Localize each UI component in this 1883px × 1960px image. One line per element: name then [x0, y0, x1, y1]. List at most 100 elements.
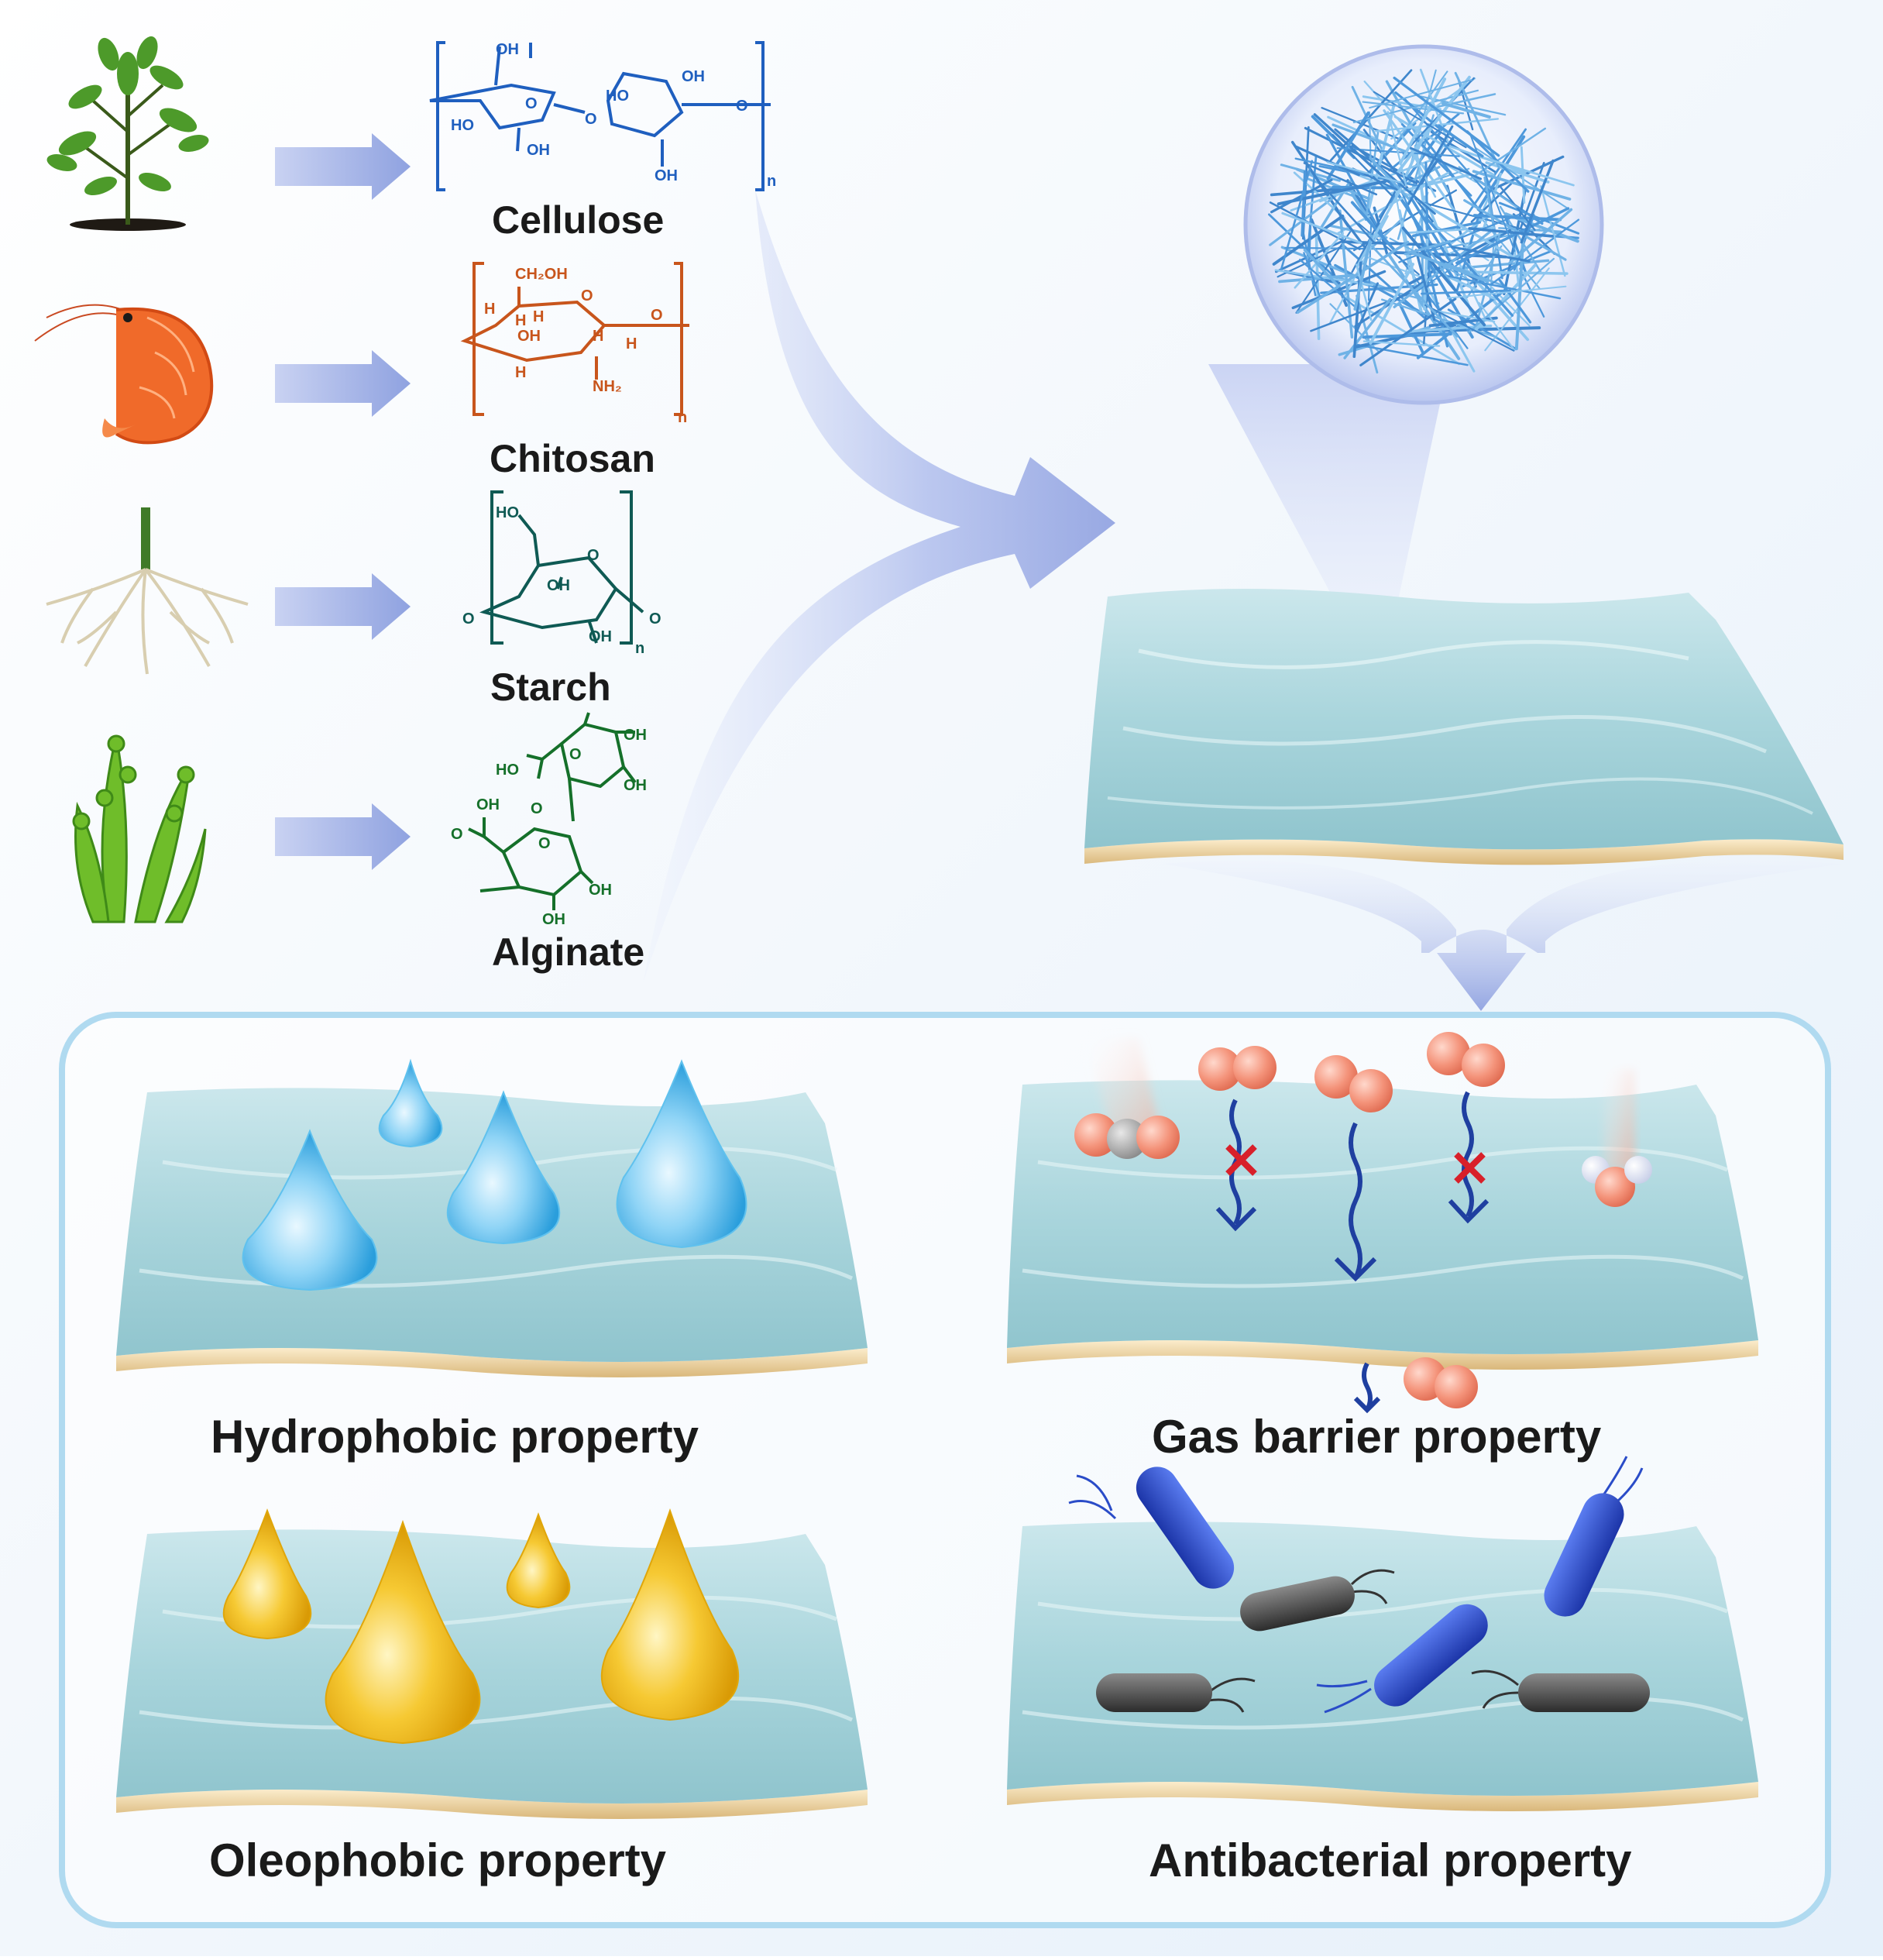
nanofiber	[1540, 185, 1566, 277]
nanofiber	[1386, 111, 1407, 187]
nanofiber	[1520, 146, 1526, 204]
nanofiber	[1438, 124, 1484, 158]
chem-atom: OH	[496, 41, 519, 58]
oil-droplet	[222, 1508, 740, 1745]
chem-atom: HO	[496, 504, 519, 521]
nanofiber	[1485, 161, 1550, 184]
nanofiber	[1356, 187, 1403, 268]
chem-atom: OH	[589, 882, 612, 899]
nanofiber	[1362, 340, 1441, 347]
nanofiber	[1362, 332, 1452, 339]
chem-atom: H	[626, 335, 637, 352]
nanofiber	[1369, 263, 1414, 346]
alginate-labels: OH HO O OH O OH O O OH OH	[451, 727, 647, 928]
water-droplet	[242, 1058, 747, 1291]
chem-atom: O	[649, 610, 661, 628]
nanofiber	[1398, 256, 1469, 349]
nanofiber	[1303, 252, 1321, 298]
gas-molecules	[1074, 1032, 1652, 1408]
chem-atom: HO	[496, 762, 519, 779]
chem-atom: H	[593, 328, 603, 345]
nanofiber	[1332, 133, 1393, 197]
blocked-icon	[1225, 1144, 1486, 1184]
nanofiber	[1291, 270, 1386, 310]
nanofiber	[1468, 227, 1554, 238]
nanofiber	[1313, 113, 1390, 184]
nanofiber	[1332, 123, 1407, 153]
nanofiber	[1424, 304, 1515, 352]
chitosan-structure	[460, 262, 689, 416]
label-antibacterial: Antibacterial property	[1149, 1834, 1632, 1886]
nanofiber	[1397, 75, 1471, 173]
nanofiber	[1355, 343, 1469, 366]
chem-atom: HO	[451, 117, 474, 134]
nanofiber	[1314, 232, 1321, 340]
nanofiber	[1326, 161, 1402, 184]
cellulose-labels: OH HO OH O O HO OH OH O n	[451, 41, 776, 190]
nanofiber	[1431, 309, 1496, 323]
chem-atom: O	[569, 746, 582, 763]
chem-atom: O	[585, 111, 597, 128]
nanofiber	[1299, 259, 1358, 310]
nanofiber	[1296, 240, 1410, 315]
label-chitosan: Chitosan	[490, 437, 655, 480]
chem-atom: OH	[476, 796, 500, 813]
converging-arrow	[643, 190, 1115, 984]
nanofiber	[1303, 248, 1339, 287]
nanofiber	[1362, 95, 1441, 111]
label-oleophobic: Oleophobic property	[209, 1834, 667, 1886]
chem-atom: OH	[527, 142, 550, 159]
nanofiber	[1364, 132, 1380, 222]
nanofiber	[1469, 270, 1569, 275]
nanofiber	[1356, 294, 1379, 374]
nanofiber	[1414, 235, 1503, 294]
nanofiber	[1416, 136, 1455, 191]
nanofiber	[1393, 228, 1495, 308]
chem-atom: H	[515, 312, 526, 329]
nanofiber	[1390, 173, 1472, 195]
film-gas-barrier	[1007, 1080, 1758, 1370]
label-alginate: Alginate	[492, 930, 645, 974]
nanofiber	[1329, 69, 1413, 162]
nanofiber	[1366, 103, 1396, 215]
chem-atom: OH	[589, 628, 612, 645]
down-arrow	[1162, 860, 1843, 1011]
chem-atom: OH	[682, 68, 705, 85]
nanofiber	[1351, 191, 1396, 273]
nanofiber	[1280, 160, 1314, 270]
label-starch: Starch	[490, 665, 611, 709]
nanofiber	[1463, 199, 1567, 261]
nanofiber	[1359, 297, 1457, 366]
nanofiber	[1469, 152, 1575, 187]
nanofiber	[1387, 179, 1455, 280]
nanofiber	[1407, 125, 1454, 206]
nanofiber	[1307, 215, 1312, 270]
magnifier-cone	[1208, 364, 1448, 655]
nanofiber	[1353, 234, 1373, 311]
nanofiber	[1398, 77, 1447, 165]
nanofiber	[1332, 185, 1401, 190]
nanofiber	[1355, 282, 1379, 335]
nanofiber	[1294, 145, 1360, 177]
nanofiber	[1274, 269, 1374, 287]
nanofiber	[1373, 91, 1467, 149]
nanofiber	[1411, 324, 1493, 333]
nanofiber	[1503, 187, 1527, 296]
nanofiber	[1451, 246, 1531, 263]
nanofiber	[1474, 146, 1569, 210]
nanofiber	[1355, 263, 1373, 322]
gas-permeation-path	[1215, 1091, 1490, 1414]
nanofiber	[1488, 155, 1565, 192]
chem-atom: O	[451, 826, 463, 843]
label-gas-barrier: Gas barrier property	[1152, 1411, 1602, 1463]
nanofiber	[1392, 178, 1411, 272]
label-cellulose: Cellulose	[492, 198, 665, 242]
nanofiber	[1350, 201, 1396, 251]
nanofiber	[1520, 159, 1555, 244]
nanofiber	[1393, 76, 1500, 157]
nanofiber	[1421, 289, 1511, 295]
nanofiber	[1281, 211, 1362, 245]
nanofiber	[1409, 250, 1490, 284]
